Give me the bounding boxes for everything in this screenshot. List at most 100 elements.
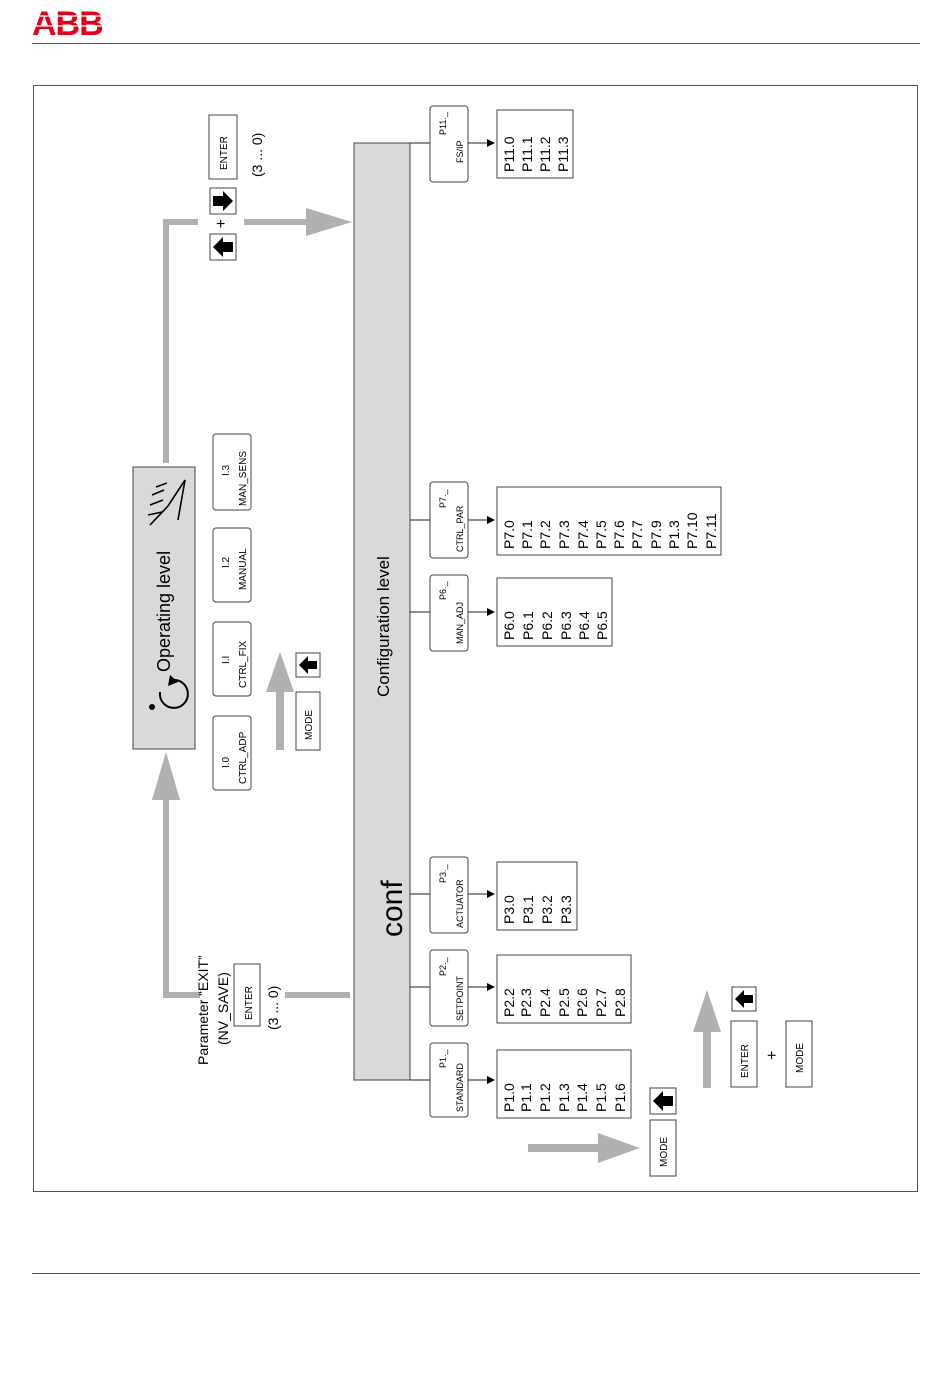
enter-key-label: ENTER	[244, 986, 255, 1020]
header-rule	[32, 43, 920, 44]
up-arrow-icon	[735, 990, 753, 1008]
operating-item[interactable]: I.I CTRL_FIX	[212, 621, 252, 697]
configuration-level-bar: Configuration level conf	[353, 142, 411, 1081]
up-arrow-icon	[299, 656, 317, 674]
operating-item[interactable]: I.3 MAN_SENS	[212, 433, 252, 511]
group-name: ACTUATOR	[455, 879, 465, 928]
operating-items: I.0 CTRL_ADP I.I CTRL_FIX I.2 MANUAL I.3…	[212, 433, 252, 791]
param-item: P2.7	[593, 988, 609, 1017]
param-item: P11.3	[555, 136, 571, 172]
abb-logo-graphic: ABB	[32, 5, 112, 43]
param-group[interactable]: P1._ STANDARD P1.0 P1.1 P1.2 P1.3 P1.4 P…	[410, 1042, 632, 1119]
hand-icon	[147, 479, 186, 526]
param-item: P2.3	[518, 988, 534, 1017]
cycle-icon	[149, 675, 189, 710]
flow-arrows	[152, 208, 721, 1163]
operating-item[interactable]: I.0 CTRL_ADP	[212, 715, 252, 791]
group-name: STANDARD	[455, 1063, 465, 1112]
up-arrow-icon	[653, 1091, 673, 1111]
exit-param-line1: Parameter “EXIT”	[195, 955, 211, 1065]
param-item: P7.0	[501, 520, 517, 549]
param-list: P11.0 P11.1 P11.2 P11.3	[501, 136, 571, 172]
group-code: P2._	[438, 956, 448, 976]
mode-key-label: MODE	[659, 1137, 670, 1167]
param-item: P1.3	[556, 1083, 572, 1112]
up-arrow-icon	[213, 237, 233, 257]
group-code: P3._	[438, 863, 448, 883]
group-name: FS/IP	[455, 140, 465, 163]
param-item: P11.0	[501, 136, 517, 172]
range-label: (3 ... 0)	[249, 133, 265, 177]
param-item: P2.5	[556, 988, 572, 1017]
configuration-level-title: Configuration level	[374, 556, 393, 697]
param-item: P1.3	[666, 520, 682, 549]
param-list: P1.0 P1.1 P1.2 P1.3 P1.4 P1.5 P1.6	[501, 1083, 628, 1112]
param-item: P6.5	[594, 611, 610, 640]
item-name: MAN_SENS	[238, 451, 249, 506]
param-item: P7.5	[593, 520, 609, 549]
group-name: MAN_ADJ	[455, 602, 465, 644]
param-item: P3.1	[520, 895, 536, 924]
param-list: P2.2 P2.3 P2.4 P2.5 P2.6 P2.7 P2.8	[501, 988, 628, 1017]
param-group[interactable]: P11._ FS/IP P11.0 P11.1 P11.2 P11.3	[410, 105, 574, 183]
item-name: CTRL_FIX	[238, 640, 249, 688]
param-item: P2.4	[537, 988, 553, 1017]
item-code: I.I	[221, 656, 232, 664]
range-label: (3 ... 0)	[265, 986, 281, 1030]
param-item: P6.4	[576, 611, 592, 640]
enter-key-label: ENTER	[219, 136, 230, 170]
operating-item[interactable]: I.2 MANUAL	[212, 527, 252, 603]
param-item: P7.6	[611, 520, 627, 549]
param-item: P7.2	[537, 520, 553, 549]
group-code: P6._	[438, 580, 448, 600]
plus-label: +	[764, 1051, 781, 1060]
param-group[interactable]: P7._ CTRL_PAR P7.0 P7.1 P7.2 P7.3 P7.4 P…	[410, 481, 722, 559]
item-code: I.2	[221, 556, 232, 568]
mode-key-group-bottom: MODE	[649, 1087, 677, 1177]
param-item: P2.2	[501, 988, 517, 1017]
param-item: P1.5	[593, 1083, 609, 1112]
enter-key-label: ENTER	[740, 1044, 751, 1078]
mode-key-label: MODE	[304, 710, 315, 740]
group-name: SETPOINT	[455, 975, 465, 1021]
param-item: P2.8	[612, 988, 628, 1017]
down-arrow-icon	[213, 191, 233, 211]
operating-level-title: Operating level	[154, 551, 174, 672]
param-group[interactable]: P6._ MAN_ADJ P6.0 P6.1 P6.2 P6.3 P6.4 P6…	[410, 574, 613, 652]
mode-key-group-operating: MODE	[295, 652, 321, 751]
param-item: P3.0	[501, 895, 517, 924]
param-item: P7.9	[648, 520, 664, 549]
item-code: I.3	[221, 464, 232, 476]
group-code: P1._	[438, 1048, 448, 1068]
param-item: P7.1	[519, 520, 535, 549]
param-item: P1.2	[537, 1083, 553, 1112]
exit-param-line2: (NV_SAVE)	[215, 972, 231, 1045]
logo-text: ABB	[32, 6, 103, 40]
param-item: P1.1	[518, 1083, 534, 1112]
mode-key-label: MODE	[795, 1043, 806, 1073]
param-list: P3.0 P3.1 P3.2 P3.3	[501, 895, 574, 924]
param-item: P7.10	[684, 512, 700, 549]
diagram-frame	[33, 85, 918, 1192]
operating-level-bar: Operating level	[132, 466, 196, 750]
param-item: P2.6	[574, 988, 590, 1017]
param-item: P7.4	[575, 520, 591, 549]
param-group[interactable]: P3._ ACTUATOR P3.0 P3.1 P3.2 P3.3	[410, 856, 578, 934]
arrow-to-config	[306, 208, 352, 236]
param-list: P7.0 P7.1 P7.2 P7.3 P7.4 P7.5 P7.6 P7.7 …	[501, 512, 719, 549]
param-item: P1.6	[612, 1083, 628, 1112]
param-item: P6.0	[501, 611, 517, 640]
enter-mode-combo-bottom: ENTER + MODE	[730, 986, 813, 1088]
item-code: I.0	[221, 756, 232, 768]
arrow-to-operating	[152, 752, 180, 800]
param-item: P1.4	[574, 1083, 590, 1112]
param-list: P6.0 P6.1 P6.2 P6.3 P6.4 P6.5	[501, 611, 610, 640]
param-group[interactable]: P2._ SETPOINT P2.2 P2.3 P2.4 P2.5 P2.6 P…	[410, 949, 632, 1027]
param-item: P1.0	[501, 1083, 517, 1112]
param-item: P7.7	[629, 520, 645, 549]
group-code: P11._	[438, 111, 448, 135]
item-name: MANUAL	[238, 548, 249, 590]
param-item: P11.2	[537, 136, 553, 172]
param-item: P3.3	[558, 895, 574, 924]
